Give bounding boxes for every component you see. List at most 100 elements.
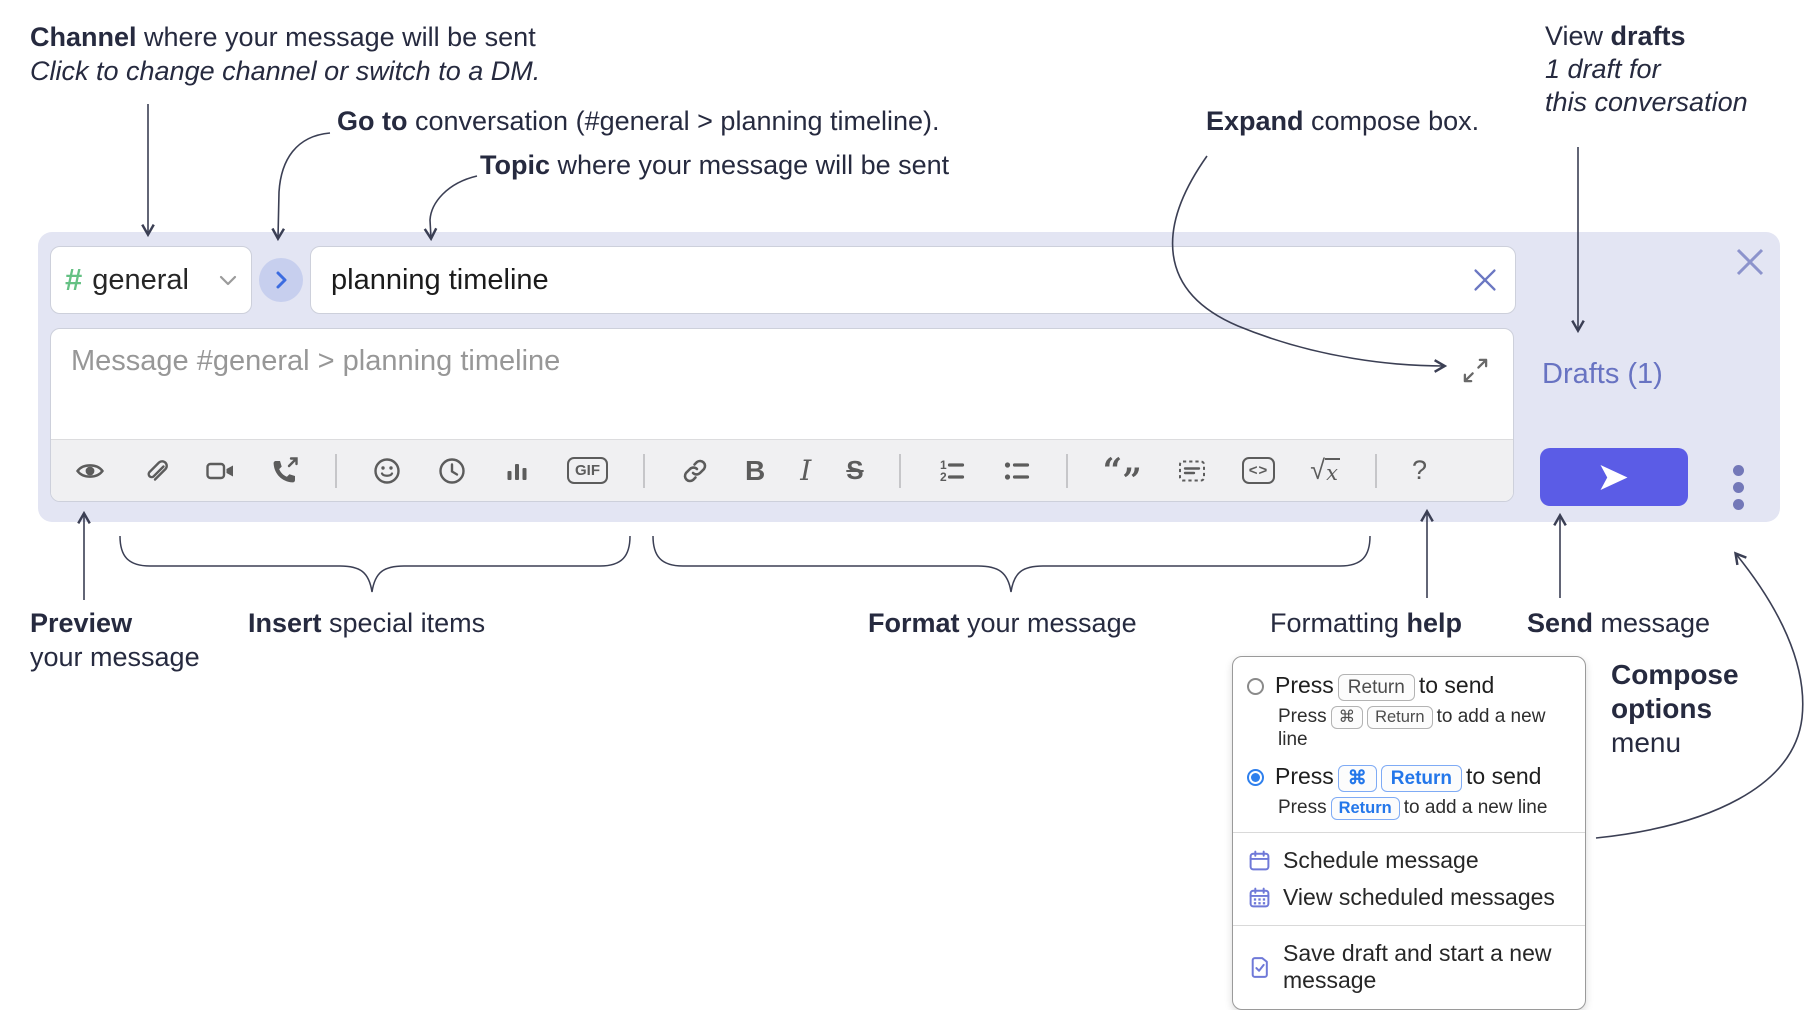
send-button[interactable] <box>1540 448 1688 506</box>
topic-arrow <box>423 175 478 242</box>
ellipsis-dot <box>1732 481 1744 493</box>
topic-note: Topic where your message will be sent <box>480 150 950 180</box>
chevron-down-icon <box>219 275 237 285</box>
formatting-help-button[interactable]: ? <box>1412 455 1427 486</box>
bold-icon: B <box>745 454 766 486</box>
expand-compose-button[interactable] <box>1462 357 1489 387</box>
message-input[interactable] <box>51 329 1411 433</box>
numbered-list-button[interactable]: 1 2 <box>936 456 966 486</box>
topic-input[interactable] <box>311 263 1455 297</box>
svg-text:2: 2 <box>940 470 947 484</box>
menu-item-save-draft[interactable]: Save draft and start a new message <box>1233 935 1585 999</box>
poll-button[interactable] <box>502 456 532 486</box>
link-icon <box>683 459 707 482</box>
gif-icon: GIF <box>567 457 608 484</box>
code-button[interactable]: <> <box>1241 457 1276 484</box>
topic-clear-button[interactable] <box>1455 268 1515 292</box>
strikethrough-button[interactable]: S <box>846 455 863 486</box>
bulleted-list-button[interactable] <box>1001 456 1031 486</box>
toolbar-divider <box>898 453 901 488</box>
compose-options-note: Compose options menu <box>1611 659 1739 758</box>
smiley-icon <box>374 457 400 484</box>
message-area: GIF B I S <box>50 328 1514 502</box>
channel-hash-icon: # <box>65 262 83 297</box>
preview-button[interactable] <box>75 456 105 486</box>
go-to-conversation-button[interactable] <box>259 258 303 302</box>
topic-field <box>310 246 1516 314</box>
gif-button[interactable]: GIF <box>567 457 608 484</box>
phone-call-icon <box>273 456 298 482</box>
menu-item-view-scheduled-messages[interactable]: View scheduled messages <box>1233 879 1585 916</box>
send-note: Send message <box>1527 608 1711 638</box>
audio-call-button[interactable] <box>270 456 300 486</box>
italic-icon: I <box>800 454 812 487</box>
bar-chart-icon <box>507 463 527 480</box>
calendar-icon <box>1249 850 1270 871</box>
document-check-icon <box>1251 956 1268 978</box>
radio-selected-icon[interactable] <box>1247 769 1264 786</box>
italic-button[interactable]: I <box>800 454 811 487</box>
drafts-link[interactable]: Drafts (1) <box>1542 358 1663 390</box>
menu-item-schedule-message[interactable]: Schedule message <box>1233 842 1585 879</box>
spoiler-button[interactable] <box>1177 456 1207 486</box>
toolbar-divider <box>1374 453 1377 488</box>
toolbar-divider <box>643 453 645 488</box>
strikethrough-icon: S <box>846 455 864 485</box>
ellipsis-dot <box>1732 498 1744 510</box>
code-icon: <> <box>1241 457 1276 484</box>
compose-box: # general <box>38 232 1780 522</box>
channel-note: Channel where your message will be sent … <box>30 22 541 86</box>
numbered-list-icon: 1 2 <box>940 458 964 484</box>
quote-button[interactable]: “” <box>1102 450 1142 501</box>
paperclip-icon <box>147 459 168 481</box>
menu-divider <box>1233 832 1585 833</box>
emoji-button[interactable] <box>372 456 402 486</box>
math-icon: √x <box>1310 455 1340 485</box>
insert-brace <box>119 535 631 593</box>
svg-text:1: 1 <box>940 458 947 472</box>
close-icon <box>1736 248 1764 276</box>
goto-arrow <box>271 132 331 242</box>
spoiler-icon <box>1178 460 1205 481</box>
goto-note: Go to conversation (#general > planning … <box>337 106 940 136</box>
ellipsis-dot <box>1732 464 1744 476</box>
video-camera-icon <box>206 462 233 479</box>
format-brace <box>652 535 1371 593</box>
eye-icon <box>76 463 104 478</box>
close-icon <box>1474 269 1496 291</box>
preview-note: Preview your message <box>30 608 200 672</box>
toolbar-divider <box>335 453 337 488</box>
channel-name: general <box>92 263 189 296</box>
quote-icon: “” <box>1102 450 1142 501</box>
question-mark-icon: ? <box>1411 455 1427 485</box>
expand-note: Expand compose box. <box>1206 106 1480 136</box>
compose-close-button[interactable] <box>1736 248 1764 279</box>
chevron-right-icon <box>276 271 287 289</box>
toolbar-divider <box>1065 453 1068 488</box>
bulleted-list-icon <box>1004 461 1029 480</box>
calendar-grid-icon <box>1249 887 1270 908</box>
send-icon <box>1600 464 1628 490</box>
menu-divider <box>1233 925 1585 926</box>
bold-button[interactable]: B <box>745 455 765 487</box>
clock-icon <box>439 457 465 484</box>
math-button[interactable]: √x <box>1310 455 1340 486</box>
insert-note: Insert special items <box>248 608 486 638</box>
time-mention-button[interactable] <box>437 456 467 486</box>
channel-selector[interactable]: # general <box>50 246 252 314</box>
compose-options-button[interactable] <box>1718 456 1758 518</box>
link-button[interactable] <box>680 456 710 486</box>
help-note: Formatting help <box>1270 608 1463 638</box>
format-note: Format your message <box>868 608 1137 638</box>
expand-icon <box>1463 358 1488 383</box>
view-drafts-note: View drafts 1 draft for this conversatio… <box>1545 21 1748 117</box>
compose-toolbar: GIF B I S <box>51 439 1513 501</box>
video-call-button[interactable] <box>205 456 235 486</box>
attach-file-button[interactable] <box>140 456 170 486</box>
radio-unselected-icon[interactable] <box>1247 678 1264 695</box>
